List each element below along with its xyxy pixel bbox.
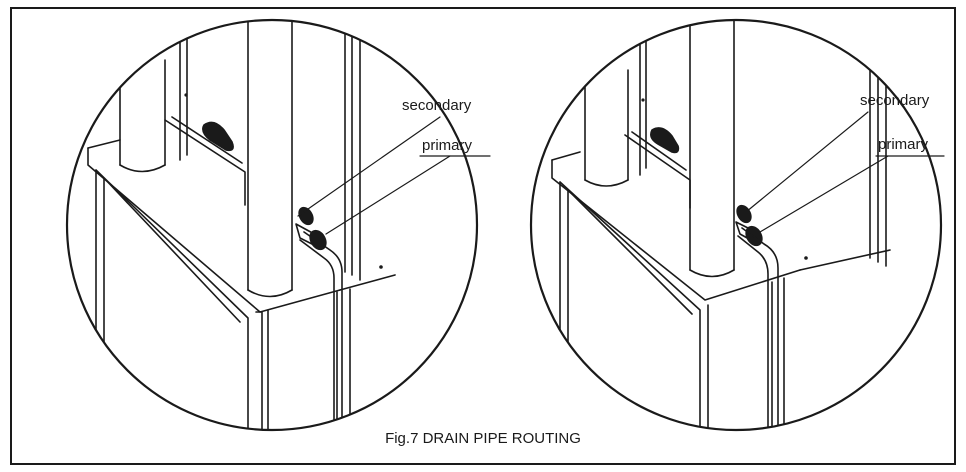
boiler-body-right xyxy=(551,20,891,430)
secondary-label-right: secondary xyxy=(860,92,930,109)
leader-secondary-right xyxy=(745,111,869,213)
leader-secondary-left xyxy=(297,116,441,217)
figure-frame xyxy=(10,7,956,465)
boiler-body-left xyxy=(87,20,396,430)
leader-primary-left xyxy=(325,155,451,235)
primary-label-right: primary xyxy=(878,136,929,153)
detail-view-left xyxy=(65,18,491,432)
detail-circle-left xyxy=(65,18,479,432)
secondary-label-left: secondary xyxy=(402,97,472,114)
detail-view-right xyxy=(529,18,945,432)
detail-circle-right xyxy=(529,18,943,432)
figure-caption: Fig.7 DRAIN PIPE ROUTING xyxy=(385,430,581,447)
primary-label-left: primary xyxy=(422,137,473,154)
leader-primary-right xyxy=(759,155,889,233)
